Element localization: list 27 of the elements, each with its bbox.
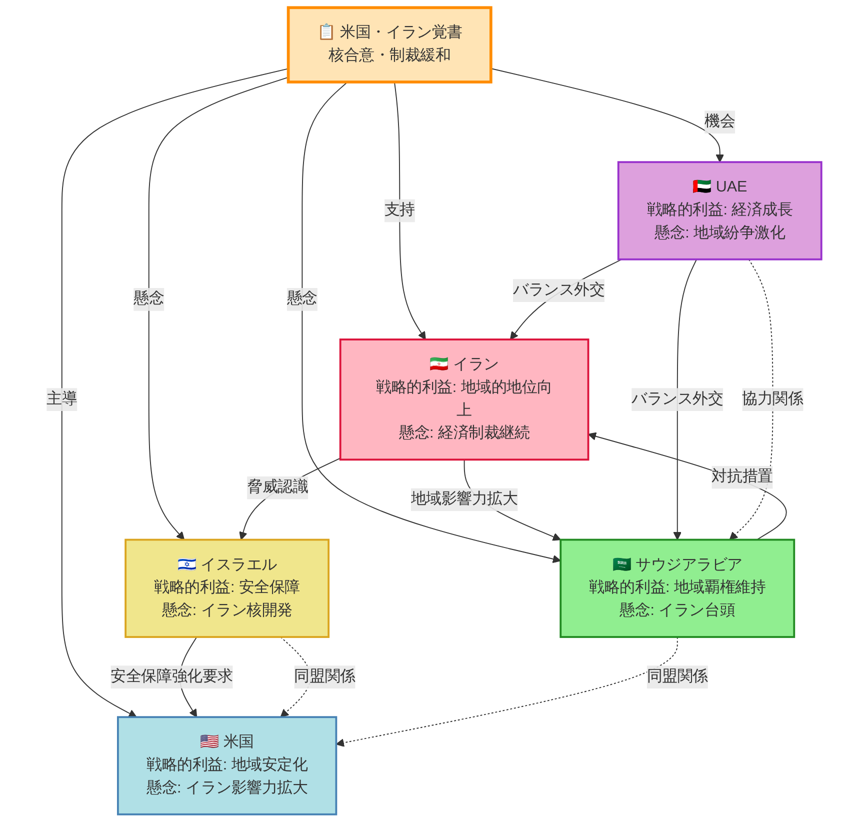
edge-label: バランス外交: [513, 279, 605, 302]
edge-label: バランス外交: [632, 388, 724, 411]
arrow: [673, 258, 698, 540]
edge-label: 安全保障強化要求: [110, 666, 233, 688]
actor-box: 📋 米国・イラン覚書 核合意・制裁緩和: [286, 6, 492, 84]
arrow: [148, 76, 289, 540]
edge-label: 地域影響力拡大: [410, 488, 518, 512]
edge-label: 協力関係: [742, 388, 804, 411]
actor-box: 🇮🇱 イスラエル 戦略的利益: 安全保障 懸念: イラン核開発: [124, 538, 330, 638]
edge-label: 懸念: [286, 288, 318, 311]
edge-label: 対抗措置: [712, 466, 773, 489]
actor-box: 🇸🇦 サウジアラビア 戦略的利益: 地域覇権維持 懸念: イラン台頭: [560, 538, 796, 638]
arrow: [490, 68, 724, 162]
edge-label: 脅威認識: [247, 476, 308, 500]
edge-label: 機会: [704, 110, 736, 134]
edge-label: 支持: [384, 199, 415, 222]
actor-box: 🇦🇪 UAE 戦略的利益: 経済成長 懸念: 地域紛争激化: [617, 161, 822, 260]
edge-label: 主導: [46, 388, 78, 411]
arrow: [61, 68, 289, 718]
edge-label: 同盟関係: [646, 666, 708, 688]
actor-box: 🇮🇷 イラン 戦略的利益: 地域的地位向上 懸念: 経済制裁継続: [339, 338, 590, 461]
actor-box: 🇺🇸 米国 戦略的利益: 地域安定化 懸念: イラン影響力拡大: [116, 716, 338, 816]
arrow: [336, 636, 678, 747]
arrow: [394, 82, 426, 340]
edge-label: 懸念: [134, 288, 164, 311]
arrow: [302, 82, 561, 564]
edge-label: 同盟関係: [294, 666, 356, 688]
